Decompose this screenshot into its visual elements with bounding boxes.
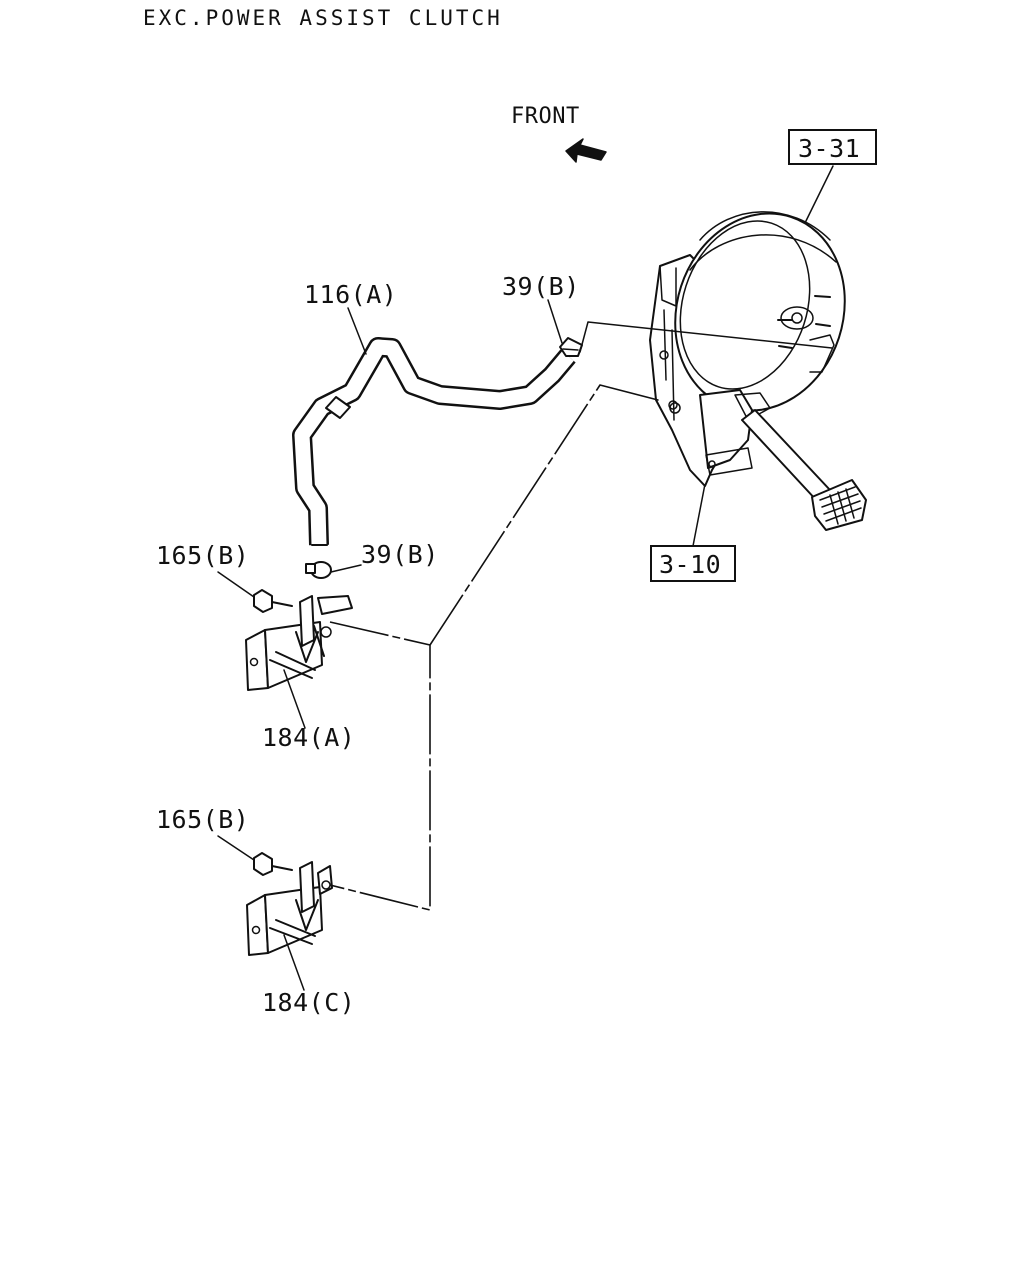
hose-clip-lower[interactable]	[305, 561, 332, 579]
pedal-reference-box[interactable]: 3-10	[650, 545, 736, 582]
booster-reference-label: 3-31	[798, 134, 860, 163]
booster-pedal-assembly	[649, 211, 867, 531]
front-arrow-icon	[565, 138, 607, 163]
bracket-upper-label: 184(A)	[262, 723, 355, 752]
clip-upper-label: 39(B)	[502, 272, 580, 301]
pedal-reference-label: 3-10	[659, 550, 721, 579]
hose-label: 116(A)	[304, 280, 397, 309]
bolt-upper-icon[interactable]	[253, 589, 293, 613]
diagram-title: EXC.POWER ASSIST CLUTCH	[143, 6, 503, 30]
bracket-upper[interactable]	[245, 595, 353, 691]
bolt-lower-icon[interactable]	[253, 852, 293, 876]
clip-lower-label: 39(B)	[361, 540, 439, 569]
vacuum-hose[interactable]	[292, 337, 576, 546]
bracket-lower-label: 184(C)	[262, 988, 355, 1017]
hose-clip-upper[interactable]	[559, 337, 583, 357]
routing-lines	[329, 321, 833, 912]
bracket-lower[interactable]	[246, 861, 333, 956]
bolt-lower-label: 165(B)	[156, 805, 249, 834]
front-label: FRONT	[511, 104, 580, 129]
bolt-upper-label: 165(B)	[156, 541, 249, 570]
booster-reference-box[interactable]: 3-31	[788, 129, 877, 165]
leader-lines	[217, 299, 563, 991]
pedal-leader-line	[692, 483, 706, 547]
booster-leader-line	[803, 165, 834, 226]
